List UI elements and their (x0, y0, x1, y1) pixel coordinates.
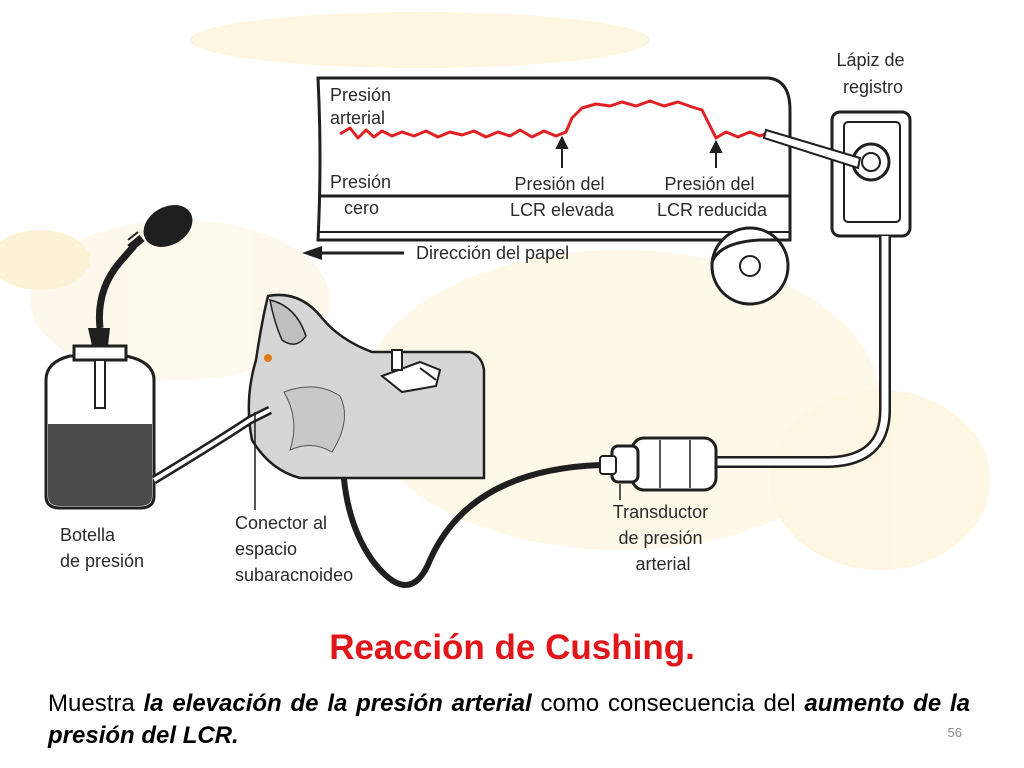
pen-label: Lápiz de registro (836, 50, 909, 97)
csf-high-label: Presión del LCR elevada (510, 174, 615, 220)
recording-pen (762, 110, 912, 238)
pressure-bottle (44, 328, 156, 510)
slide-title: Reacción de Cushing. (329, 628, 695, 667)
slide-caption: Muestra la elevación de la presión arter… (48, 688, 970, 752)
dog-head (247, 293, 486, 480)
connector-label: Conector al espacio subaracnoideo (235, 513, 353, 585)
page-number: 56 (947, 725, 962, 740)
paper-direction-arrow (302, 246, 404, 260)
event-arrows (555, 135, 723, 168)
experiment-diagram: Lápiz de registro Presión arterial Presi… (0, 12, 990, 588)
pressure-transducer (599, 436, 718, 492)
transducer-label: Transductor de presión arterial (613, 502, 713, 574)
paper-direction-label: Dirección del papel (416, 243, 569, 263)
caption-emphasis-2: aumento de la presión del LCR. (48, 690, 970, 749)
zero-pressure-label: Presión cero (330, 172, 396, 218)
recording-paper (316, 76, 792, 306)
pump-bulb (95, 205, 193, 329)
bottle-label: Botella de presión (60, 525, 144, 571)
arterial-pressure-label: Presión arterial (330, 85, 396, 128)
caption-text-2: como consecuencia del (531, 690, 805, 717)
caption-text-1: Muestra (48, 690, 144, 717)
csf-low-label: Presión del LCR reducida (657, 174, 768, 220)
arterial-pressure-trace (339, 99, 771, 140)
caption-emphasis-1: la elevación de la presión arterial (143, 690, 532, 717)
background-tint (0, 12, 990, 570)
